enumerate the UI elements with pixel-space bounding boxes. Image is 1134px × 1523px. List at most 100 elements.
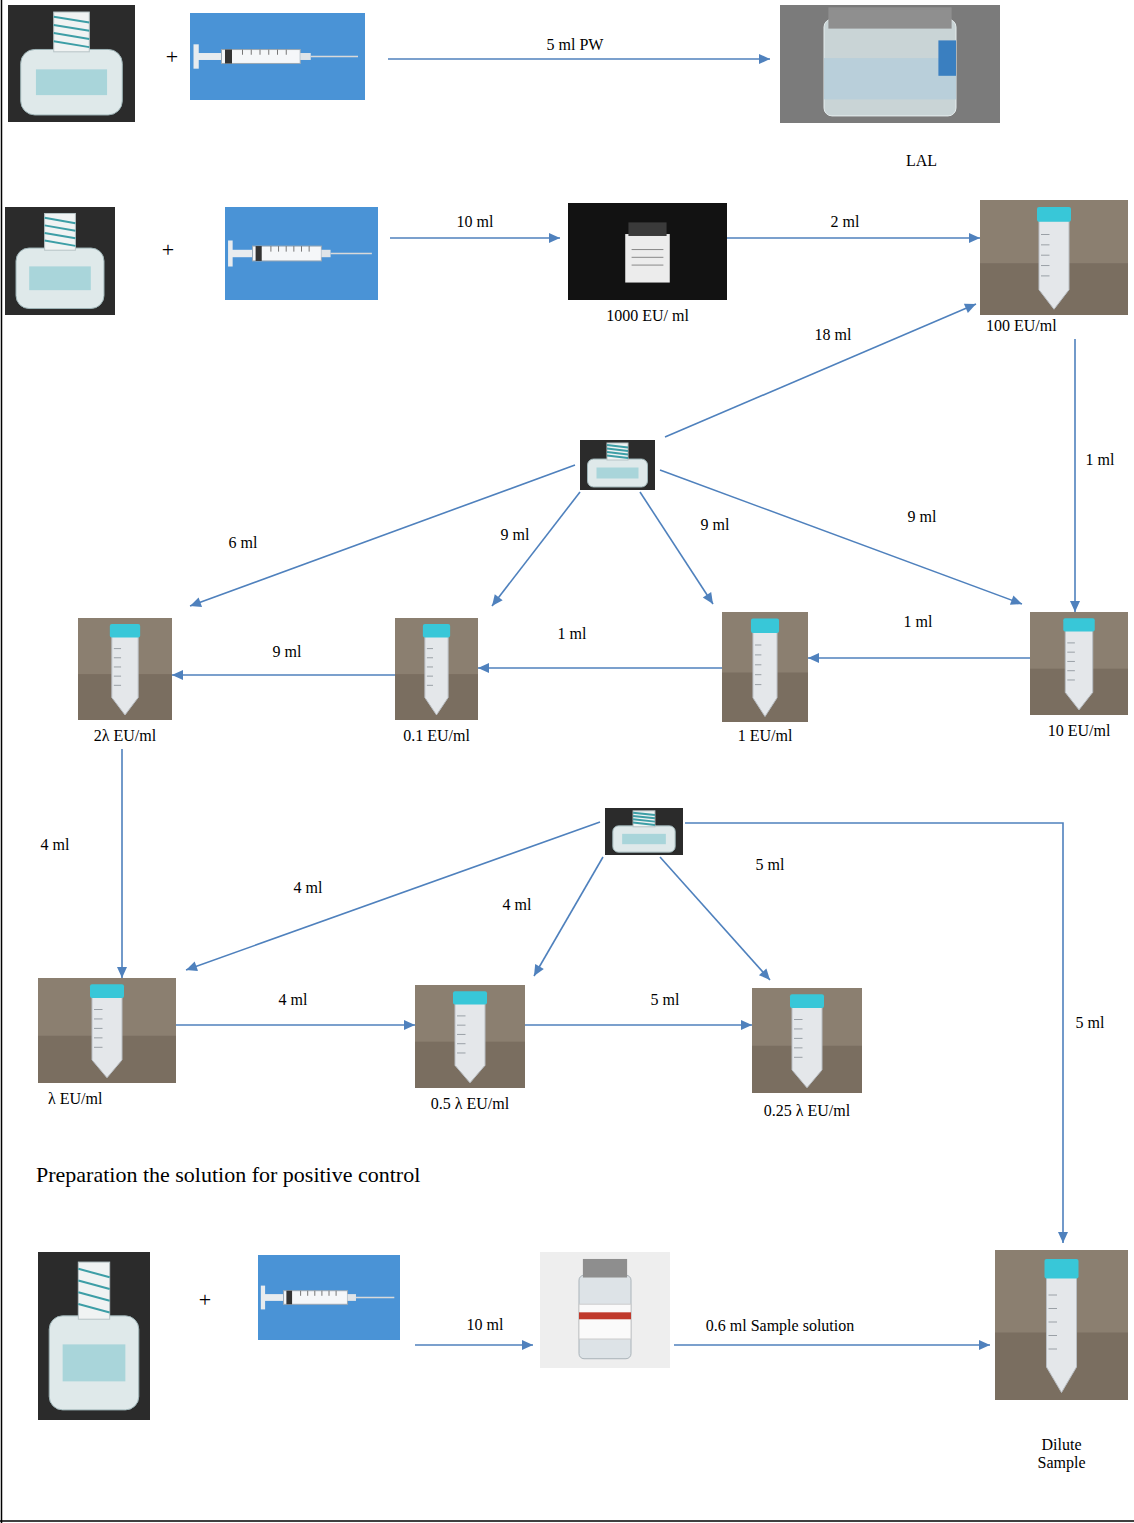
tube-photo: [395, 618, 478, 720]
photo-ground: [995, 1250, 1128, 1400]
vial-band: [579, 1312, 631, 1319]
tube-tick: [1041, 255, 1050, 256]
tube-photo: [415, 985, 525, 1088]
volume-label: 5 ml: [753, 855, 788, 875]
tube-body: [92, 997, 122, 1078]
tube-tick: [755, 664, 761, 665]
barrel-tick: [309, 246, 310, 252]
caption-row: 0.25 λ EU/ml: [752, 1102, 862, 1120]
tube-tick: [1049, 1335, 1058, 1336]
tube-tick: [1041, 234, 1050, 235]
bottle-neck: [607, 443, 628, 460]
tube-tick: [427, 685, 433, 686]
bottle-neck: [54, 12, 90, 52]
cap-stripe: [633, 816, 655, 818]
transfer-arrow: [390, 233, 560, 243]
barrel-tick: [314, 1291, 315, 1296]
tube-tick: [427, 666, 433, 667]
tube-tick: [94, 1009, 103, 1010]
tube-body: [1039, 221, 1069, 310]
tube-tick: [1049, 1295, 1058, 1296]
tube-tick: [94, 1018, 103, 1019]
volume-label: 9 ml: [270, 643, 305, 661]
needle-hub: [321, 250, 330, 257]
tube-tick: [1049, 1308, 1058, 1309]
tube-tick: [1041, 275, 1050, 276]
bottle-label: [597, 468, 639, 479]
arrowhead: [741, 1020, 752, 1030]
tube-tick: [457, 1025, 466, 1026]
water-bottle-photo: [38, 1252, 150, 1420]
photo-caption: 1 EU/ml: [738, 727, 793, 745]
volume-label: 4 ml: [500, 895, 535, 915]
tube-body: [455, 1004, 485, 1083]
cap-stripe: [607, 456, 628, 459]
volume-label: 5 ml PW: [544, 35, 607, 55]
water-bottle-photo: [8, 5, 135, 122]
arrowhead: [759, 968, 770, 980]
photo-node: 0.25 λ EU/ml: [752, 988, 862, 1124]
arrowhead: [1058, 1232, 1068, 1243]
photo-caption: 2λ EU/ml: [94, 727, 156, 745]
edge-group: [117, 233, 1080, 1030]
volume-label: 10 ml: [464, 1315, 507, 1335]
photo-ground: [5, 207, 115, 315]
photo-node: 10 EU/ml: [1030, 612, 1128, 744]
tube-tick: [94, 1028, 103, 1029]
photo-node: 1000 EU/ ml: [568, 203, 727, 329]
photo-node: 1 EU/ml: [722, 612, 808, 749]
needle: [356, 1297, 394, 1299]
tube-tick: [755, 674, 761, 675]
tube-tick: [1067, 670, 1075, 671]
label-line: [632, 265, 664, 266]
photo-ground: [540, 1252, 670, 1368]
connector-line: [478, 667, 722, 669]
photo-ground: [722, 612, 808, 722]
photo-ground: [258, 1255, 400, 1340]
syringe-photo: [190, 13, 365, 100]
tube-cap: [90, 984, 124, 998]
arrowhead: [964, 304, 976, 313]
water-bottle-photo: [580, 440, 655, 490]
arrow-line: [190, 465, 575, 606]
tube-cap: [1037, 207, 1071, 222]
volume-label: 5 ml: [648, 991, 683, 1009]
bottle-body: [588, 459, 648, 487]
frame-line: [0, 1520, 1134, 1522]
photo-node: 2λ EU/ml: [78, 618, 172, 749]
vial-body: [579, 1275, 631, 1359]
arrow-connector: [117, 749, 127, 978]
photo-node: 0.1 EU/ml: [395, 618, 478, 749]
tube-tick: [114, 676, 121, 677]
arrowhead: [1010, 595, 1022, 604]
cap-stripe: [54, 17, 90, 23]
vial-cap: [628, 222, 666, 236]
arrow-line: [660, 857, 770, 980]
cap-stripe: [54, 33, 90, 39]
tube-tick: [1067, 652, 1075, 653]
needle: [331, 253, 372, 255]
volume-label: 2 ml: [828, 213, 863, 231]
bottle-neck: [45, 213, 76, 250]
arrowhead: [703, 592, 713, 604]
caption-row: 1 EU/ml: [722, 727, 808, 745]
arrowhead: [186, 962, 198, 971]
barrel-tick: [336, 1291, 337, 1296]
plunger-rod: [197, 53, 225, 60]
photo-ground: [38, 1252, 150, 1420]
cap-stripe: [633, 813, 655, 815]
plunger-rod: [231, 250, 255, 257]
photo-node: 100 EU/ml: [980, 200, 1128, 339]
arrow-line: [388, 58, 770, 60]
tube-tick: [1067, 679, 1075, 680]
bottle-label: [622, 834, 666, 844]
barrel-tick: [268, 50, 269, 55]
tube-tick: [457, 1052, 466, 1053]
arrowhead: [172, 670, 183, 680]
cap-stripe: [45, 218, 76, 223]
transfer-arrow: [534, 857, 603, 976]
